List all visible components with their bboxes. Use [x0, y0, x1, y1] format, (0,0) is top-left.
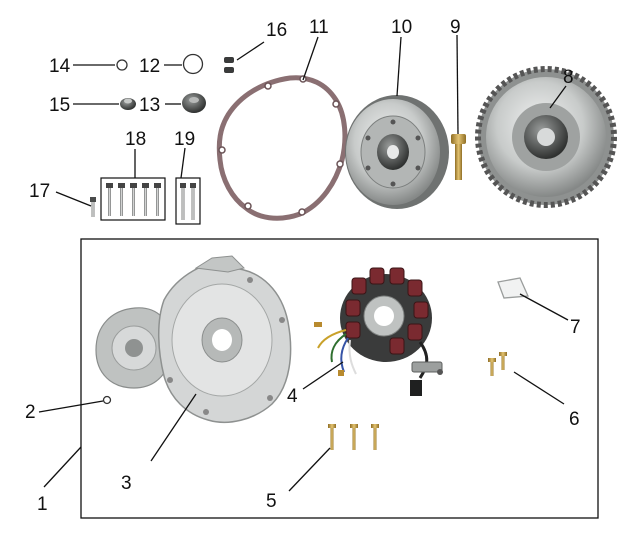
- callout-numbers: 1 2 3 4 5 6 7 8 9 10 11 12 13 14 15 16 1…: [25, 17, 581, 515]
- clamp-part-7: [497, 277, 529, 299]
- bolt-part-17: [90, 197, 96, 217]
- callout-5: 5: [266, 491, 277, 512]
- small-o-ring-part-14: [116, 59, 128, 71]
- callout-7: 7: [570, 317, 581, 338]
- callout-19: 19: [174, 129, 195, 150]
- bolt-set-box-part-18: [100, 177, 166, 221]
- gasket-bolt-holes: [218, 75, 344, 216]
- bolt-set-box-part-19: [175, 177, 201, 225]
- cap-part-13: [182, 93, 206, 113]
- callout-16: 16: [266, 20, 287, 41]
- leader-lines: [38, 34, 569, 492]
- flywheel-rotor-part-10: [345, 95, 449, 209]
- callout-6: 6: [569, 409, 580, 430]
- callout-2: 2: [25, 402, 36, 423]
- bolts-part-5: [328, 424, 379, 450]
- cap-part-15: [120, 98, 136, 110]
- starter-gear-part-8: [475, 66, 617, 208]
- callout-18: 18: [125, 129, 146, 150]
- callout-9: 9: [450, 17, 461, 38]
- callout-15: 15: [49, 95, 70, 116]
- bolt-part-9: [451, 134, 466, 180]
- dowel-pins-part-16: [224, 57, 234, 73]
- callout-11: 11: [309, 17, 329, 38]
- callout-17: 17: [29, 181, 50, 202]
- callout-4: 4: [287, 386, 298, 407]
- callout-10: 10: [391, 17, 412, 38]
- bolt-set-part-18: [106, 183, 161, 216]
- stator-part-4: [314, 267, 443, 396]
- callout-3: 3: [121, 473, 132, 494]
- crankcase-cover-part-3: [95, 255, 292, 423]
- gasket-part-11: [216, 75, 348, 221]
- callout-12: 12: [139, 56, 160, 77]
- callout-13: 13: [139, 95, 160, 116]
- screws-part-6: [488, 352, 507, 376]
- assembly-box: [80, 238, 599, 519]
- bolt-set-part-19: [180, 183, 196, 220]
- o-ring-part-2: [102, 395, 112, 405]
- callout-1: 1: [37, 494, 48, 515]
- o-ring-part-12: [182, 53, 204, 75]
- callout-8: 8: [563, 67, 574, 88]
- callout-14: 14: [49, 56, 71, 77]
